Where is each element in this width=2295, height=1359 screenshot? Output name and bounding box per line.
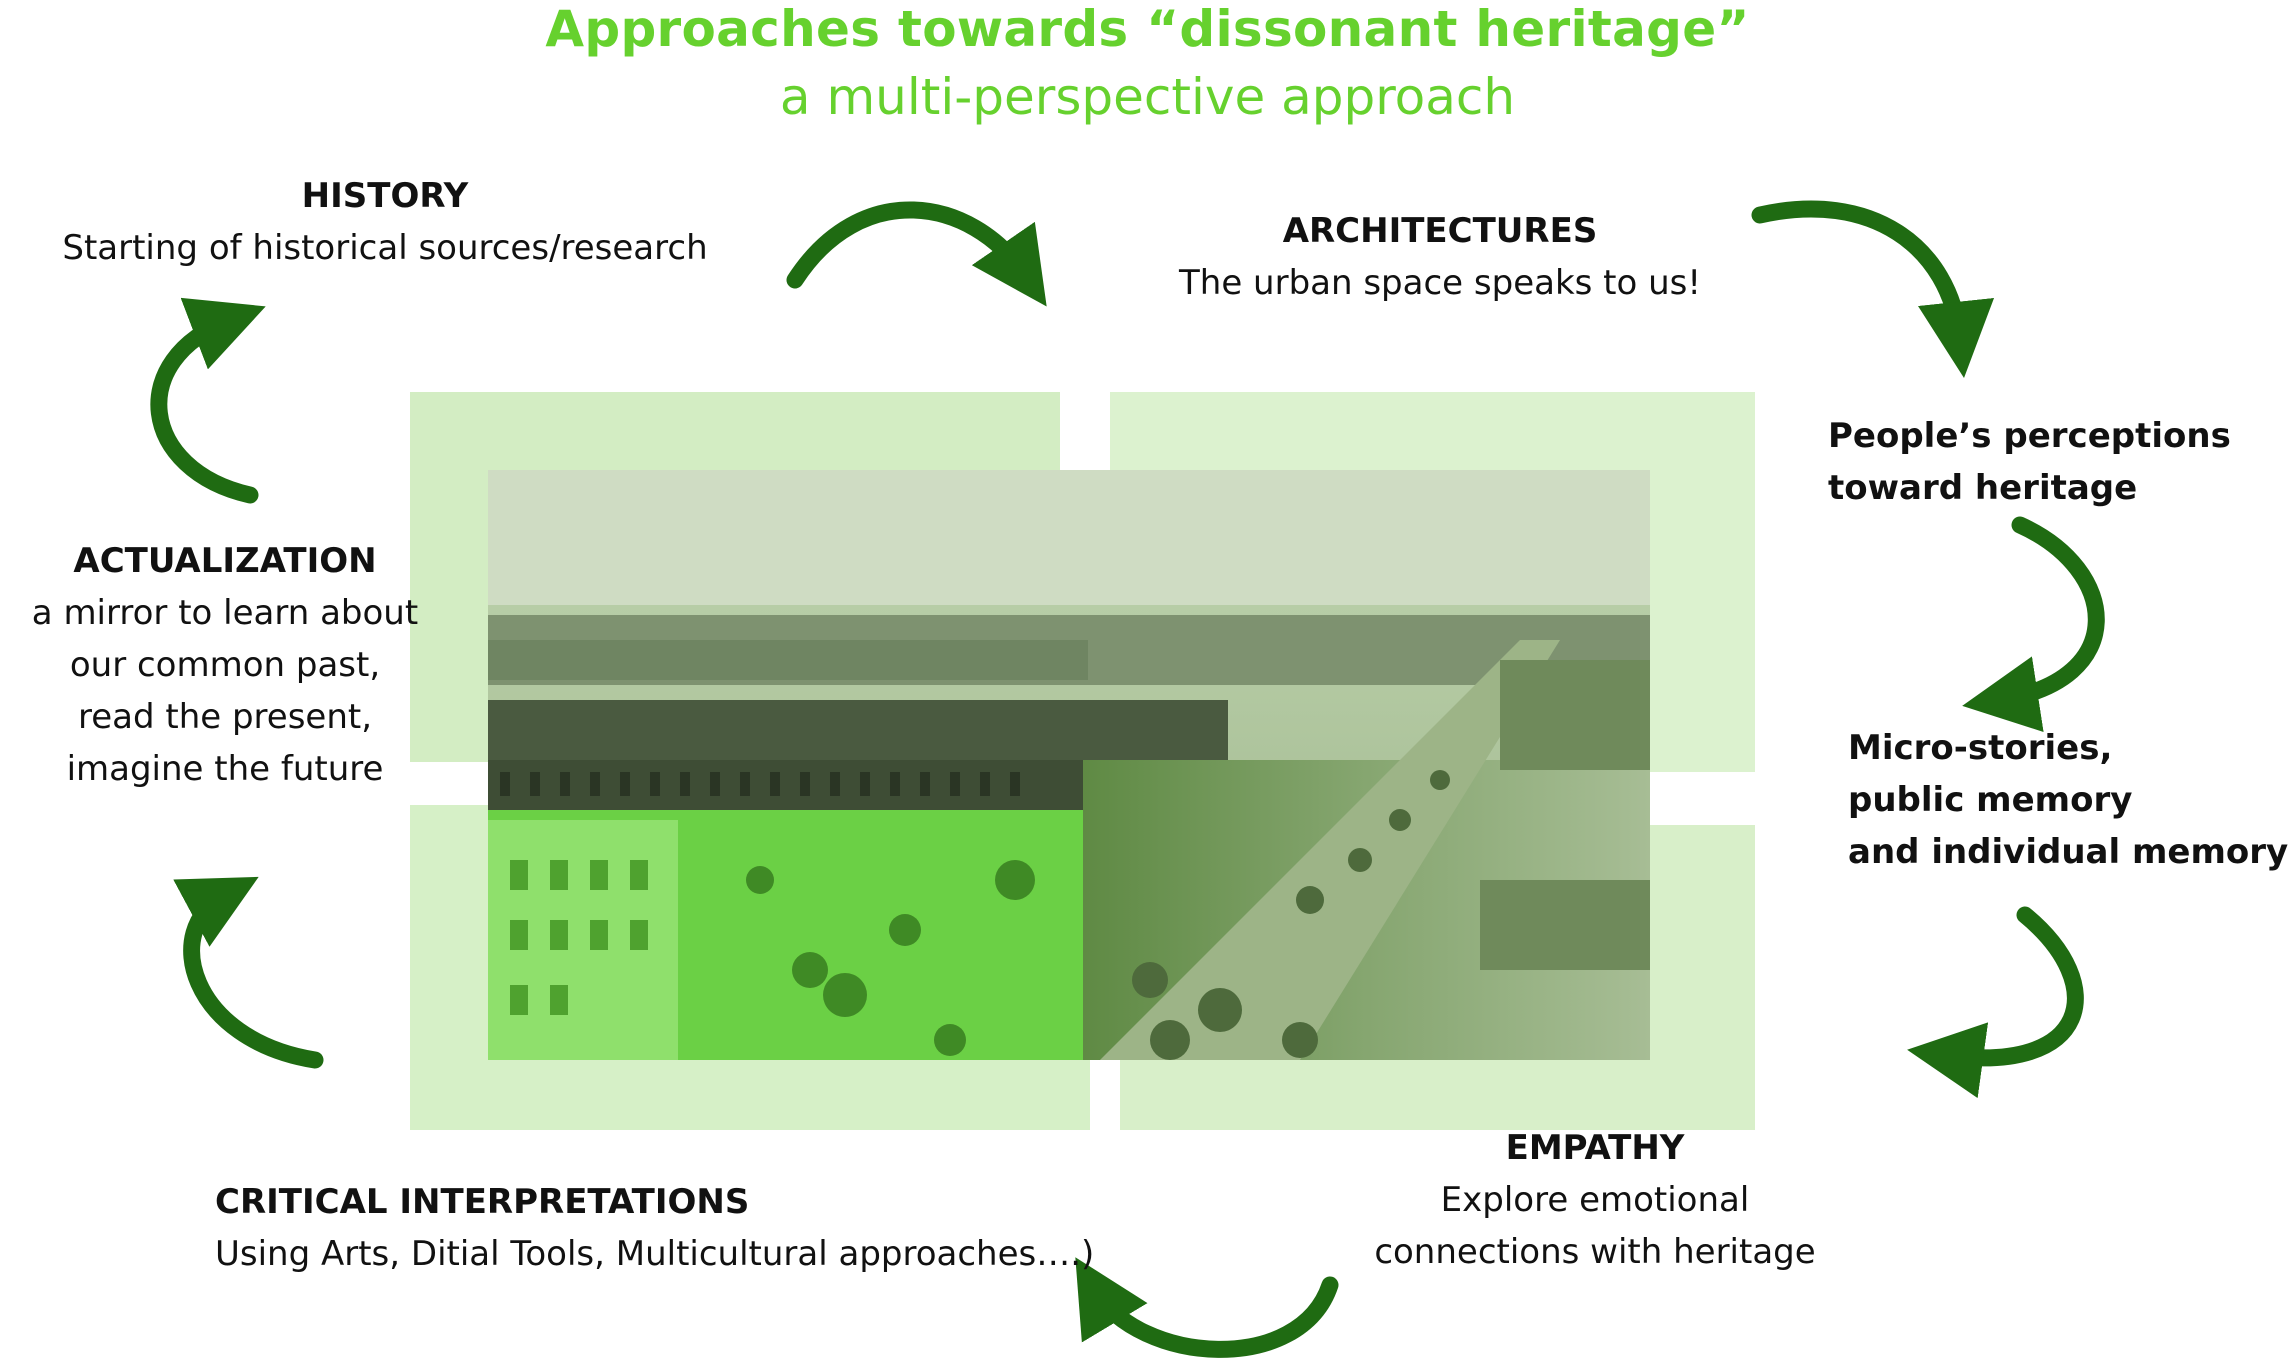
node-critical-interpretations: CRITICAL INTERPRETATIONS Using Arts, Dit… bbox=[215, 1176, 1195, 1280]
node-micro-stories-line1: Micro-stories, bbox=[1848, 728, 2113, 768]
node-empathy: EMPATHY Explore emotional connections wi… bbox=[1330, 1122, 1860, 1278]
node-actualization-line1: a mirror to learn about bbox=[31, 593, 419, 633]
node-critical-text: Using Arts, Ditial Tools, Multicultural … bbox=[215, 1234, 1095, 1274]
node-history-heading: HISTORY bbox=[301, 176, 469, 216]
curved-arrow-icon bbox=[786, 201, 1047, 307]
node-micro-stories: Micro-stories, public memory and individ… bbox=[1848, 722, 2293, 878]
node-actualization-line2: our common past, bbox=[69, 645, 381, 685]
node-architectures-text: The urban space speaks to us! bbox=[1179, 263, 1701, 303]
node-actualization-line3: read the present, bbox=[77, 697, 373, 737]
node-actualization: ACTUALIZATION a mirror to learn about ou… bbox=[10, 535, 440, 795]
curved-arrow-icon bbox=[150, 297, 266, 504]
node-perceptions-line1: People’s perceptions bbox=[1828, 416, 2231, 456]
node-critical-heading: CRITICAL INTERPRETATIONS bbox=[215, 1182, 750, 1222]
curved-arrow-icon bbox=[1075, 1257, 1339, 1358]
node-micro-stories-line2: public memory bbox=[1848, 780, 2133, 820]
node-actualization-heading: ACTUALIZATION bbox=[73, 541, 377, 581]
node-architectures: ARCHITECTURES The urban space speaks to … bbox=[1090, 205, 1790, 309]
node-empathy-heading: EMPATHY bbox=[1505, 1128, 1685, 1168]
diagram-subtitle: a multi-perspective approach bbox=[779, 68, 1516, 126]
diagram-title: Approaches towards “dissonant heritage” bbox=[545, 0, 1750, 58]
node-empathy-line2: connections with heritage bbox=[1374, 1232, 1816, 1272]
node-perceptions: People’s perceptions toward heritage bbox=[1828, 410, 2288, 514]
node-actualization-line4: imagine the future bbox=[66, 749, 384, 789]
node-architectures-heading: ARCHITECTURES bbox=[1282, 211, 1598, 251]
node-perceptions-line2: toward heritage bbox=[1828, 468, 2138, 508]
curved-arrow-icon bbox=[1962, 516, 2105, 732]
curved-arrow-icon bbox=[173, 876, 324, 1069]
curved-arrow-icon bbox=[1751, 200, 1995, 379]
node-micro-stories-line3: and individual memory bbox=[1848, 832, 2289, 872]
node-empathy-line1: Explore emotional bbox=[1440, 1180, 1750, 1220]
curved-arrow-icon bbox=[1907, 906, 2084, 1099]
node-history-text: Starting of historical sources/research bbox=[62, 228, 708, 268]
urban-photo bbox=[488, 470, 1650, 1060]
node-history: HISTORY Starting of historical sources/r… bbox=[40, 170, 730, 274]
